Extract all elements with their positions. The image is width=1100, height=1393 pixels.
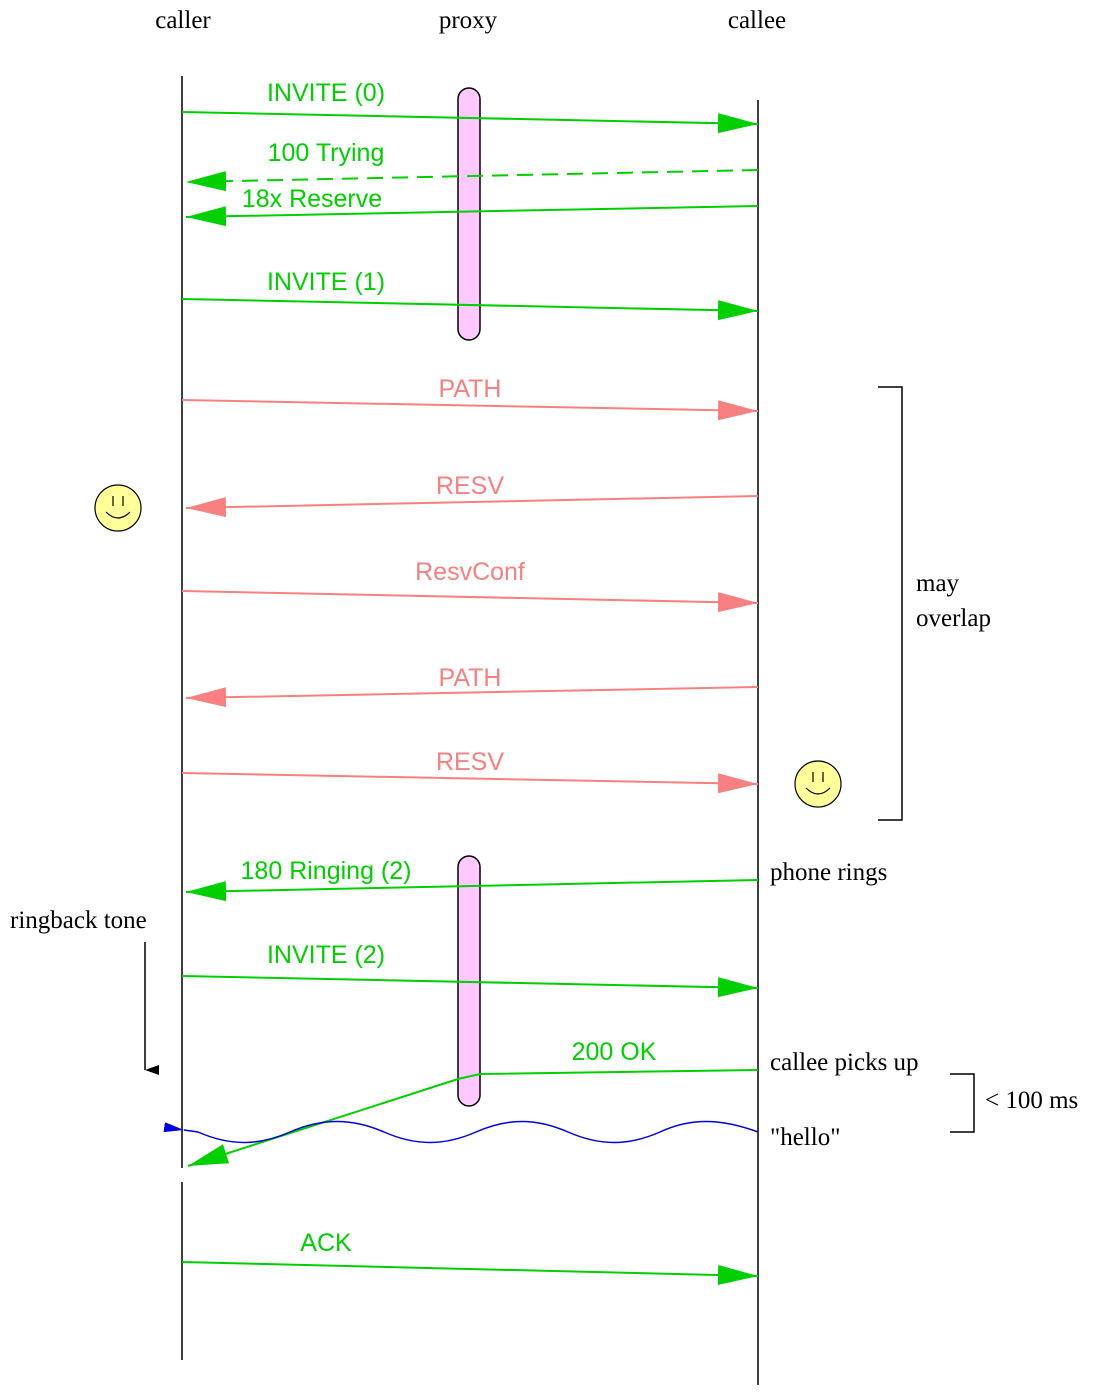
smiley-icon [794, 760, 842, 808]
resv-2-arrow [181, 772, 759, 794]
trying-100-arrow [185, 169, 759, 192]
smiley-icon [94, 484, 142, 532]
participant-callee: callee [728, 7, 786, 34]
reserve-18x-label: 18x Reserve [242, 185, 382, 213]
latency-bracket [950, 1073, 975, 1133]
path-2-label: PATH [439, 664, 502, 692]
path-1-arrow [181, 399, 759, 421]
resv-2-label: RESV [436, 748, 504, 776]
may-overlap-bracket [878, 386, 903, 821]
path-2-arrow [185, 686, 759, 708]
ringback-tone-label: ringback tone [10, 907, 147, 934]
latency-label: < 100 ms [985, 1087, 1078, 1114]
reserve-18x-arrow [185, 205, 759, 227]
path-1-label: PATH [439, 375, 502, 403]
may-overlap-label-line2: overlap [916, 605, 991, 632]
callee-picks-up-label: callee picks up [770, 1049, 919, 1076]
proxy-activation-box-1 [457, 87, 481, 341]
resv-1-label: RESV [436, 472, 504, 500]
invite-0-label: INVITE (0) [267, 79, 385, 107]
invite-2-label: INVITE (2) [267, 941, 385, 969]
phone-rings-label: phone rings [770, 859, 887, 886]
ringing-180-label: 180 Ringing (2) [241, 857, 412, 885]
invite-0-arrow [181, 111, 759, 134]
resvconf-arrow [181, 590, 759, 613]
resvconf-label: ResvConf [415, 558, 525, 586]
ack-label: ACK [300, 1229, 352, 1257]
participant-caller: caller [155, 7, 211, 34]
resv-1-arrow [185, 495, 759, 518]
trying-100-label: 100 Trying [268, 139, 385, 167]
participant-proxy: proxy [439, 7, 498, 34]
ok-200-label: 200 OK [572, 1038, 657, 1066]
media-hello-wave [163, 1120, 759, 1144]
invite-2-arrow [181, 975, 759, 998]
invite-1-arrow [181, 298, 759, 321]
hello-label: "hello" [770, 1124, 840, 1151]
ack-arrow [181, 1261, 759, 1286]
may-overlap-label-line1: may [916, 570, 960, 597]
ringing-180-arrow [185, 879, 759, 902]
invite-1-label: INVITE (1) [267, 268, 385, 296]
